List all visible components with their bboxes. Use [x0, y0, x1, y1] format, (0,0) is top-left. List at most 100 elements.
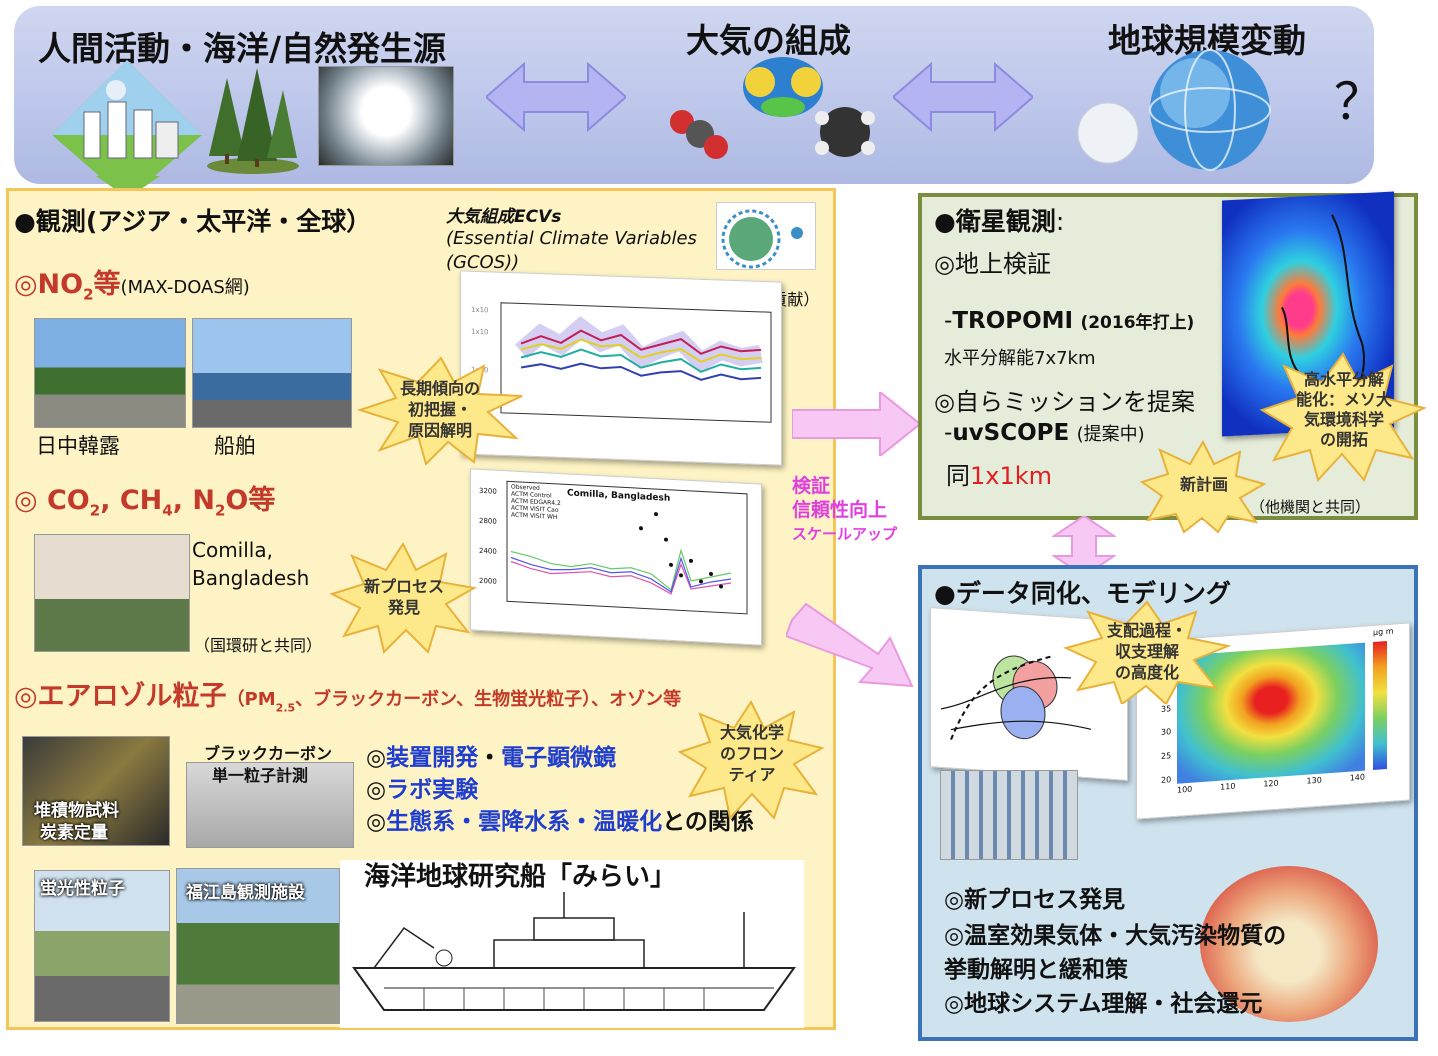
ghg-co-sub: 2 — [89, 501, 101, 520]
item2-a: ラボ実験 — [386, 777, 479, 803]
x-tick: 140 — [1349, 772, 1365, 783]
ghg-ch: , CH — [100, 485, 163, 516]
y-tick: 2800 — [479, 516, 497, 526]
no2-mark: ◎NO — [14, 269, 84, 300]
ecv-timeseries-plot: 1x101x101x10 — [471, 302, 772, 423]
comilla-ch4-plot — [506, 480, 748, 615]
comilla-chart-legend: Observed ACTM Control ACTM EDGAR4.2 ACTM… — [511, 483, 561, 521]
ghg-rest: O等 — [225, 485, 276, 516]
ghg-mark: ◎ — [14, 485, 38, 516]
item1-mark: ◎ — [366, 745, 387, 771]
comilla-line1: Comilla, — [192, 538, 273, 562]
bc-instrument-photo — [186, 762, 354, 848]
ghg-co: CO — [46, 485, 90, 516]
comilla-ch4-chart: Comilla, Bangladesh Observed ACTM Contro… — [470, 468, 762, 646]
aerosol-pm-open: （PM — [226, 689, 276, 710]
satellite-partner: （他機関と共同） — [1250, 498, 1371, 516]
burst-star-1-text: 長期傾向の 初把握・ 原因解明 — [380, 378, 500, 441]
middle-line3: スケールアップ — [792, 525, 898, 543]
uvscope-dash: - — [944, 420, 953, 446]
y-tick: 2000 — [479, 576, 497, 586]
ocean-wave-photo — [318, 66, 454, 166]
fukue-label: 福江島観測施設 — [186, 883, 305, 903]
molecules-icon — [670, 57, 875, 159]
ghg-ch-sub: 4 — [162, 501, 173, 520]
ghg-n-sub: 2 — [214, 501, 226, 520]
aerosol-item1: ◎装置開発・電子顕微鏡 — [366, 738, 616, 772]
photo1-label: 日中韓露 — [36, 434, 120, 458]
modeling-item2-line2: 挙動解明と緩和策 — [944, 957, 1128, 983]
item1-b: 電子顕微鏡 — [501, 745, 617, 771]
star3-line3: ティア — [728, 765, 776, 784]
x-tick: 110 — [1220, 781, 1236, 792]
svg-text:1x10: 1x10 — [471, 328, 489, 337]
ghg-heading: ◎ CO2, CH4, N2O等 — [14, 478, 275, 519]
aerosol-item2: ◎ラボ実験 — [366, 770, 478, 804]
star5-line4: の開拓 — [1319, 430, 1368, 449]
down-right-arrow-icon — [786, 602, 914, 688]
observation-heading: ●観測(アジア・太平洋・全球） — [14, 207, 372, 236]
tropomi-line: -TROPOMI (2016年打上) — [944, 308, 1194, 334]
double-arrow-icon — [486, 62, 626, 132]
no2-rest: 等 — [93, 269, 121, 300]
tropomi-launch: (2016年打上) — [1080, 313, 1195, 333]
svg-text:1x10: 1x10 — [471, 306, 489, 315]
burst-star-4-text: 新計画 — [1166, 474, 1242, 495]
y-tick: 30 — [1161, 727, 1172, 738]
y-tick: 3200 — [479, 486, 497, 496]
satellite-heading-colon: : — [1055, 207, 1065, 236]
header-center-title: 大気の組成 — [686, 21, 851, 60]
star6-line2: 収支理解 — [1114, 642, 1179, 661]
star6-line1: 支配過程・ — [1106, 621, 1187, 640]
star5-line1: 高水平分解 — [1303, 370, 1384, 389]
x-tick: 100 — [1177, 784, 1193, 795]
burst-star-3-text: 大気化学 のフロン ティア — [700, 722, 804, 785]
modeling-item3: ◎地球システム理解・社会還元 — [944, 991, 1263, 1017]
gcos-logo — [716, 202, 816, 270]
middle-line1: 検証 — [792, 475, 831, 497]
no2-network: (MAX-DOAS網) — [120, 277, 250, 298]
fukue-station-photo — [176, 868, 340, 1024]
satellite-heading: ●衛星観測: — [934, 202, 1064, 238]
ecv-timeseries-chart: 1x101x101x10 — [460, 270, 782, 466]
double-arrow-icon — [893, 62, 1033, 132]
globe-icon — [1077, 49, 1271, 171]
bc-label-line2: 単一粒子計測 — [212, 766, 309, 785]
modeling-heading: ●データ同化、モデリング — [934, 579, 1231, 608]
star1-line3: 原因解明 — [407, 421, 472, 440]
ship-drawing-panel — [340, 860, 804, 1028]
no2-sub: 2 — [83, 285, 94, 304]
burst-star-3 — [677, 700, 825, 820]
ghg-n: , N — [172, 485, 215, 516]
star4-line1: 新計画 — [1179, 475, 1228, 494]
mission-proposal: ◎自らミッションを提案 — [934, 388, 1195, 416]
aerosol-list: 、ブラックカーボン、生物蛍光粒子）、オゾン等 — [295, 689, 682, 710]
ship-title: 海洋地球研究船「みらい」 — [364, 862, 677, 892]
trees-icon — [207, 68, 299, 174]
research-ship-drawing — [352, 892, 796, 1011]
question-mark: ？ — [1334, 73, 1384, 131]
header-left-title: 人間活動・海洋/自然発生源 — [38, 29, 447, 68]
satellite-heading-text: ●衛星観測 — [934, 207, 1056, 236]
aerosol-heading: ◎エアロゾル粒子（PM2.5、ブラックカーボン、生物蛍光粒子）、オゾン等 — [14, 674, 681, 714]
star1-line1: 長期傾向の — [399, 379, 480, 398]
ground-validation: ◎地上検証 — [934, 250, 1051, 278]
burst-star-5 — [1259, 352, 1427, 482]
sediment-line1: 堆積物試料 — [34, 801, 119, 821]
star1-line2: 初把握・ — [407, 400, 472, 419]
star3-line2: のフロン — [719, 744, 784, 763]
colorbar-unit: μg m — [1373, 626, 1394, 638]
x-tick: 120 — [1263, 778, 1279, 789]
tropomi-name: TROPOMI — [952, 308, 1074, 334]
middle-line2: 信頼性向上 — [792, 499, 888, 521]
aerosol-pm-sub: 2.5 — [275, 701, 296, 715]
item2-mark: ◎ — [366, 777, 387, 803]
ecv-line3: (GCOS)) — [446, 252, 520, 273]
uvscope-name: uvSCOPE — [952, 420, 1070, 446]
y-tick: 25 — [1161, 751, 1172, 762]
modeling-item1: ◎新プロセス発見 — [944, 887, 1126, 913]
gcos-globe-icon — [721, 209, 803, 269]
factory-icon — [52, 60, 202, 200]
process-diagram — [930, 607, 1128, 781]
fluorescent-particle-photo — [34, 870, 170, 1022]
